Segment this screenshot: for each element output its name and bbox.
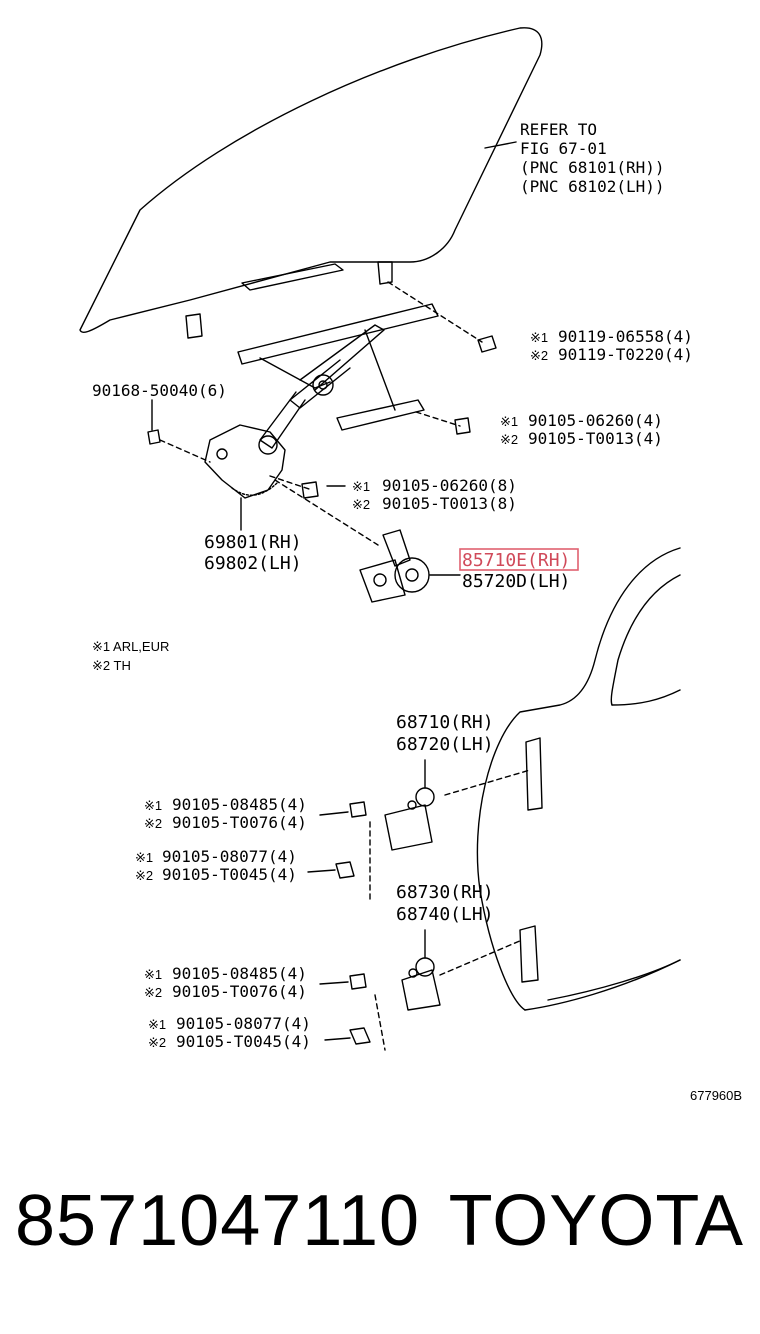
part-label[interactable]: 90119-06558(4) (558, 327, 693, 346)
figure-id: 677960B (690, 1088, 742, 1103)
mark-2: ※2 (530, 348, 548, 363)
window-regulator (204, 303, 439, 499)
parts-diagram: REFER TO FIG 67-01 (PNC 68101(RH)) (PNC … (79, 27, 742, 1103)
lower-hinge (401, 929, 441, 1011)
mark-1: ※1 (144, 798, 162, 813)
mark-2: ※2 (144, 985, 162, 1000)
refer-line-3: (PNC 68101(RH)) (520, 158, 665, 177)
mark-2: ※2 (500, 432, 518, 447)
solid-leaders (151, 399, 351, 1041)
window-motor (359, 529, 461, 603)
footer-brand: TOYOTA (448, 1181, 744, 1261)
refer-line-2: FIG 67-01 (520, 139, 607, 158)
highlight-box (459, 548, 579, 571)
part-label[interactable]: 90119-T0220(4) (558, 345, 693, 364)
part-label[interactable]: 69802(LH) (204, 553, 302, 574)
part-label[interactable]: 68730(RH) (396, 882, 494, 903)
part-label[interactable]: 90105-06260(4) (528, 411, 663, 430)
bolt-icons (147, 335, 497, 1045)
mark-1: ※1 (352, 479, 370, 494)
refer-note: REFER TO FIG 67-01 (PNC 68101(RH)) (PNC … (520, 120, 665, 196)
part-label[interactable]: 68720(LH) (396, 734, 494, 755)
legend-note-2: ※2 TH (92, 658, 131, 673)
legend-note-1: ※1 ARL,EUR (92, 639, 169, 654)
part-label[interactable]: 68710(RH) (396, 712, 494, 733)
door-glass (79, 27, 543, 339)
mark-1: ※1 (500, 414, 518, 429)
mark-2: ※2 (135, 868, 153, 883)
footer-part-number: 8571047110 (15, 1181, 421, 1261)
part-label[interactable]: 68740(LH) (396, 904, 494, 925)
mark-1: ※1 (135, 850, 153, 865)
upper-hinge (384, 759, 435, 851)
body-panel (476, 547, 681, 1011)
part-label[interactable]: 90168-50040(6) (92, 381, 227, 400)
part-label[interactable]: 90105-08077(4) (176, 1014, 311, 1033)
part-label[interactable]: 90105-T0045(4) (162, 865, 297, 884)
dashed-leaders (159, 281, 531, 1051)
part-label[interactable]: 85720D(LH) (462, 571, 570, 592)
footer: 8571047110 TOYOTA (0, 1180, 760, 1290)
part-label[interactable]: 90105-06260(8) (382, 476, 517, 495)
part-label[interactable]: 90105-T0076(4) (172, 813, 307, 832)
part-label[interactable]: 90105-08485(4) (172, 964, 307, 983)
mark-1: ※1 (144, 967, 162, 982)
mark-2: ※2 (148, 1035, 166, 1050)
mark-1: ※1 (148, 1017, 166, 1032)
part-label[interactable]: 90105-T0013(4) (528, 429, 663, 448)
part-label[interactable]: 90105-08077(4) (162, 847, 297, 866)
part-label[interactable]: 69801(RH) (204, 532, 302, 553)
mark-1: ※1 (530, 330, 548, 345)
part-label[interactable]: 90105-T0076(4) (172, 982, 307, 1001)
part-label-highlighted[interactable]: 85710E(RH) (462, 550, 570, 571)
part-label[interactable]: 90105-08485(4) (172, 795, 307, 814)
refer-line-1: REFER TO (520, 120, 597, 139)
mark-2: ※2 (144, 816, 162, 831)
part-label[interactable]: 90105-T0045(4) (176, 1032, 311, 1051)
part-label[interactable]: 90105-T0013(8) (382, 494, 517, 513)
mark-2: ※2 (352, 497, 370, 512)
refer-line-4: (PNC 68102(LH)) (520, 177, 665, 196)
